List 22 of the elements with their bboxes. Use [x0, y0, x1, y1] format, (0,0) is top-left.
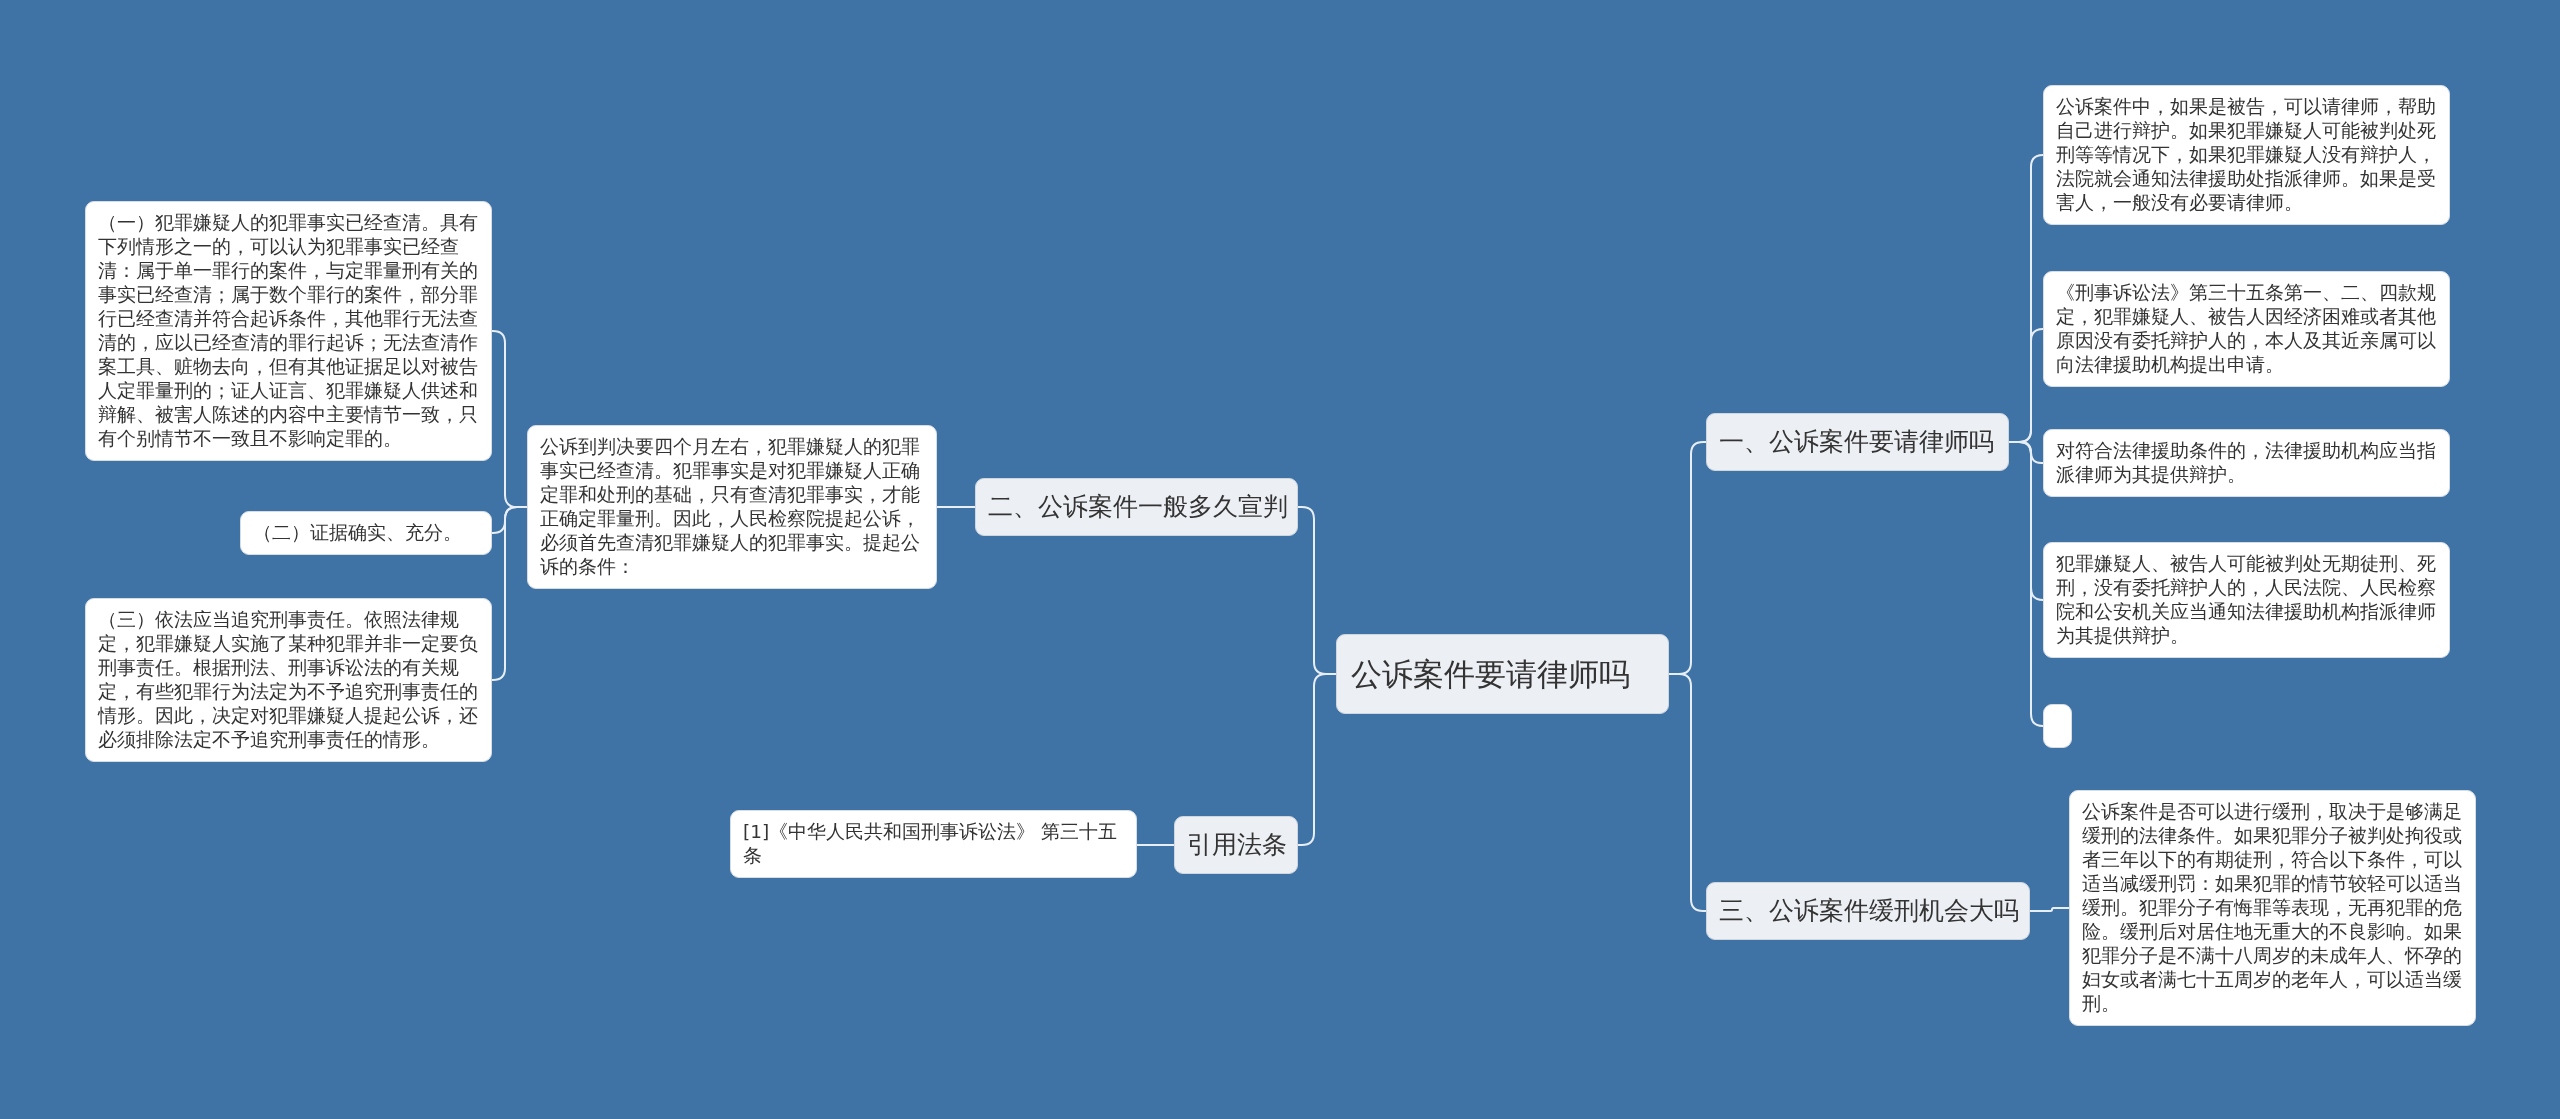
text-card: 《刑事诉讼法》第三十五条第一、二、四款规定，犯罪嫌疑人、被告人因经济困难或者其他原因没有委托辩护人的，本人及其近亲属可以向法律援助机构提出申请。 — [2043, 271, 2450, 387]
topic-box: 公诉案件要请律师吗 — [1336, 634, 1669, 714]
connector-line — [936, 506, 976, 508]
text-card: （一）犯罪嫌疑人的犯罪事实已经查清。具有下列情形之一的，可以认为犯罪事实已经查清：属于单一罪行的案件，与定罪量刑有关的事实已经查清；属于数个罪行的案件，部分罪行已经查清并符合起诉条件，其他罪行无法查清的，应以已经查清的罪行起诉；无法查清作案工具、赃物去向，但有其他证据足以对被告人定罪量刑的；证人证言、犯罪嫌疑人供述和辩解、被害人陈述的内容中主要情节一致，只有个别情节不一致且不影响定罪的。 — [85, 201, 492, 461]
branch-box: 三、公诉案件缓刑机会大吗 — [1706, 882, 2030, 940]
text-card: 公诉到判决要四个月左右，犯罪嫌疑人的犯罪事实已经查清。犯罪事实是对犯罪嫌疑人正确定罪和处刑的基础，只有查清犯罪事实，才能正确定罪量刑。因此，人民检察院提起公诉，必须首先查清犯罪嫌疑人的犯罪事实。提起公诉的条件： — [527, 425, 937, 589]
text-card: （三）依法应当追究刑事责任。依照法律规定，犯罪嫌疑人实施了某种犯罪并非一定要负刑事责任。根据刑法、刑事诉讼法的有关规定，有些犯罪行为法定为不予追究刑事责任的情形。因此，决定对犯罪嫌疑人提起公诉，还必须排除法定不予追究刑事责任的情形。 — [85, 598, 492, 762]
text-card: 犯罪嫌疑人、被告人可能被判处无期徒刑、死刑，没有委托辩护人的，人民法院、人民检察院和公安机关应当通知法律援助机构指派律师为其提供辩护。 — [2043, 542, 2450, 658]
connector-line — [2008, 441, 2044, 727]
text-card: 对符合法律援助条件的，法律援助机构应当指派律师为其提供辩护。 — [2043, 429, 2450, 497]
connector-line — [2029, 907, 2070, 912]
text-card: 公诉案件是否可以进行缓刑，取决于是够满足缓刑的法律条件。如果犯罪分子被判处拘役或者三年以下的有期徒刑，符合以下条件，可以适当减缓刑罚：如果犯罪的情节较轻可以适当缓刑。犯罪分子有悔罪等表现，无再犯罪的危险。缓刑后对居住地无重大的不良影响。如果犯罪分子是不满十八周岁的未成年人、怀孕的妇女或者满七十五周岁的老年人，可以适当缓刑。 — [2069, 790, 2476, 1026]
branch-box: 一、公诉案件要请律师吗 — [1706, 413, 2009, 471]
connector-line — [491, 506, 528, 681]
branch-box: 二、公诉案件一般多久宣判 — [975, 478, 1298, 536]
text-card: （二）证据确实、充分。 — [240, 511, 492, 555]
text-card: 公诉案件中，如果是被告，可以请律师，帮助自己进行辩护。如果犯罪嫌疑人可能被判处死刑等等情况下，如果犯罪嫌疑人没有辩护人，法院就会通知法律援助处指派律师。如果是受害人，一般没有必要请律师。 — [2043, 85, 2450, 225]
branch-box: 引用法条 — [1174, 816, 1298, 874]
connector-line — [1668, 673, 1707, 912]
text-card: [1]《中华人民共和国刑事诉讼法》 第三十五条 — [730, 810, 1137, 878]
connector-line — [1136, 844, 1175, 846]
empty-box — [2043, 704, 2072, 748]
